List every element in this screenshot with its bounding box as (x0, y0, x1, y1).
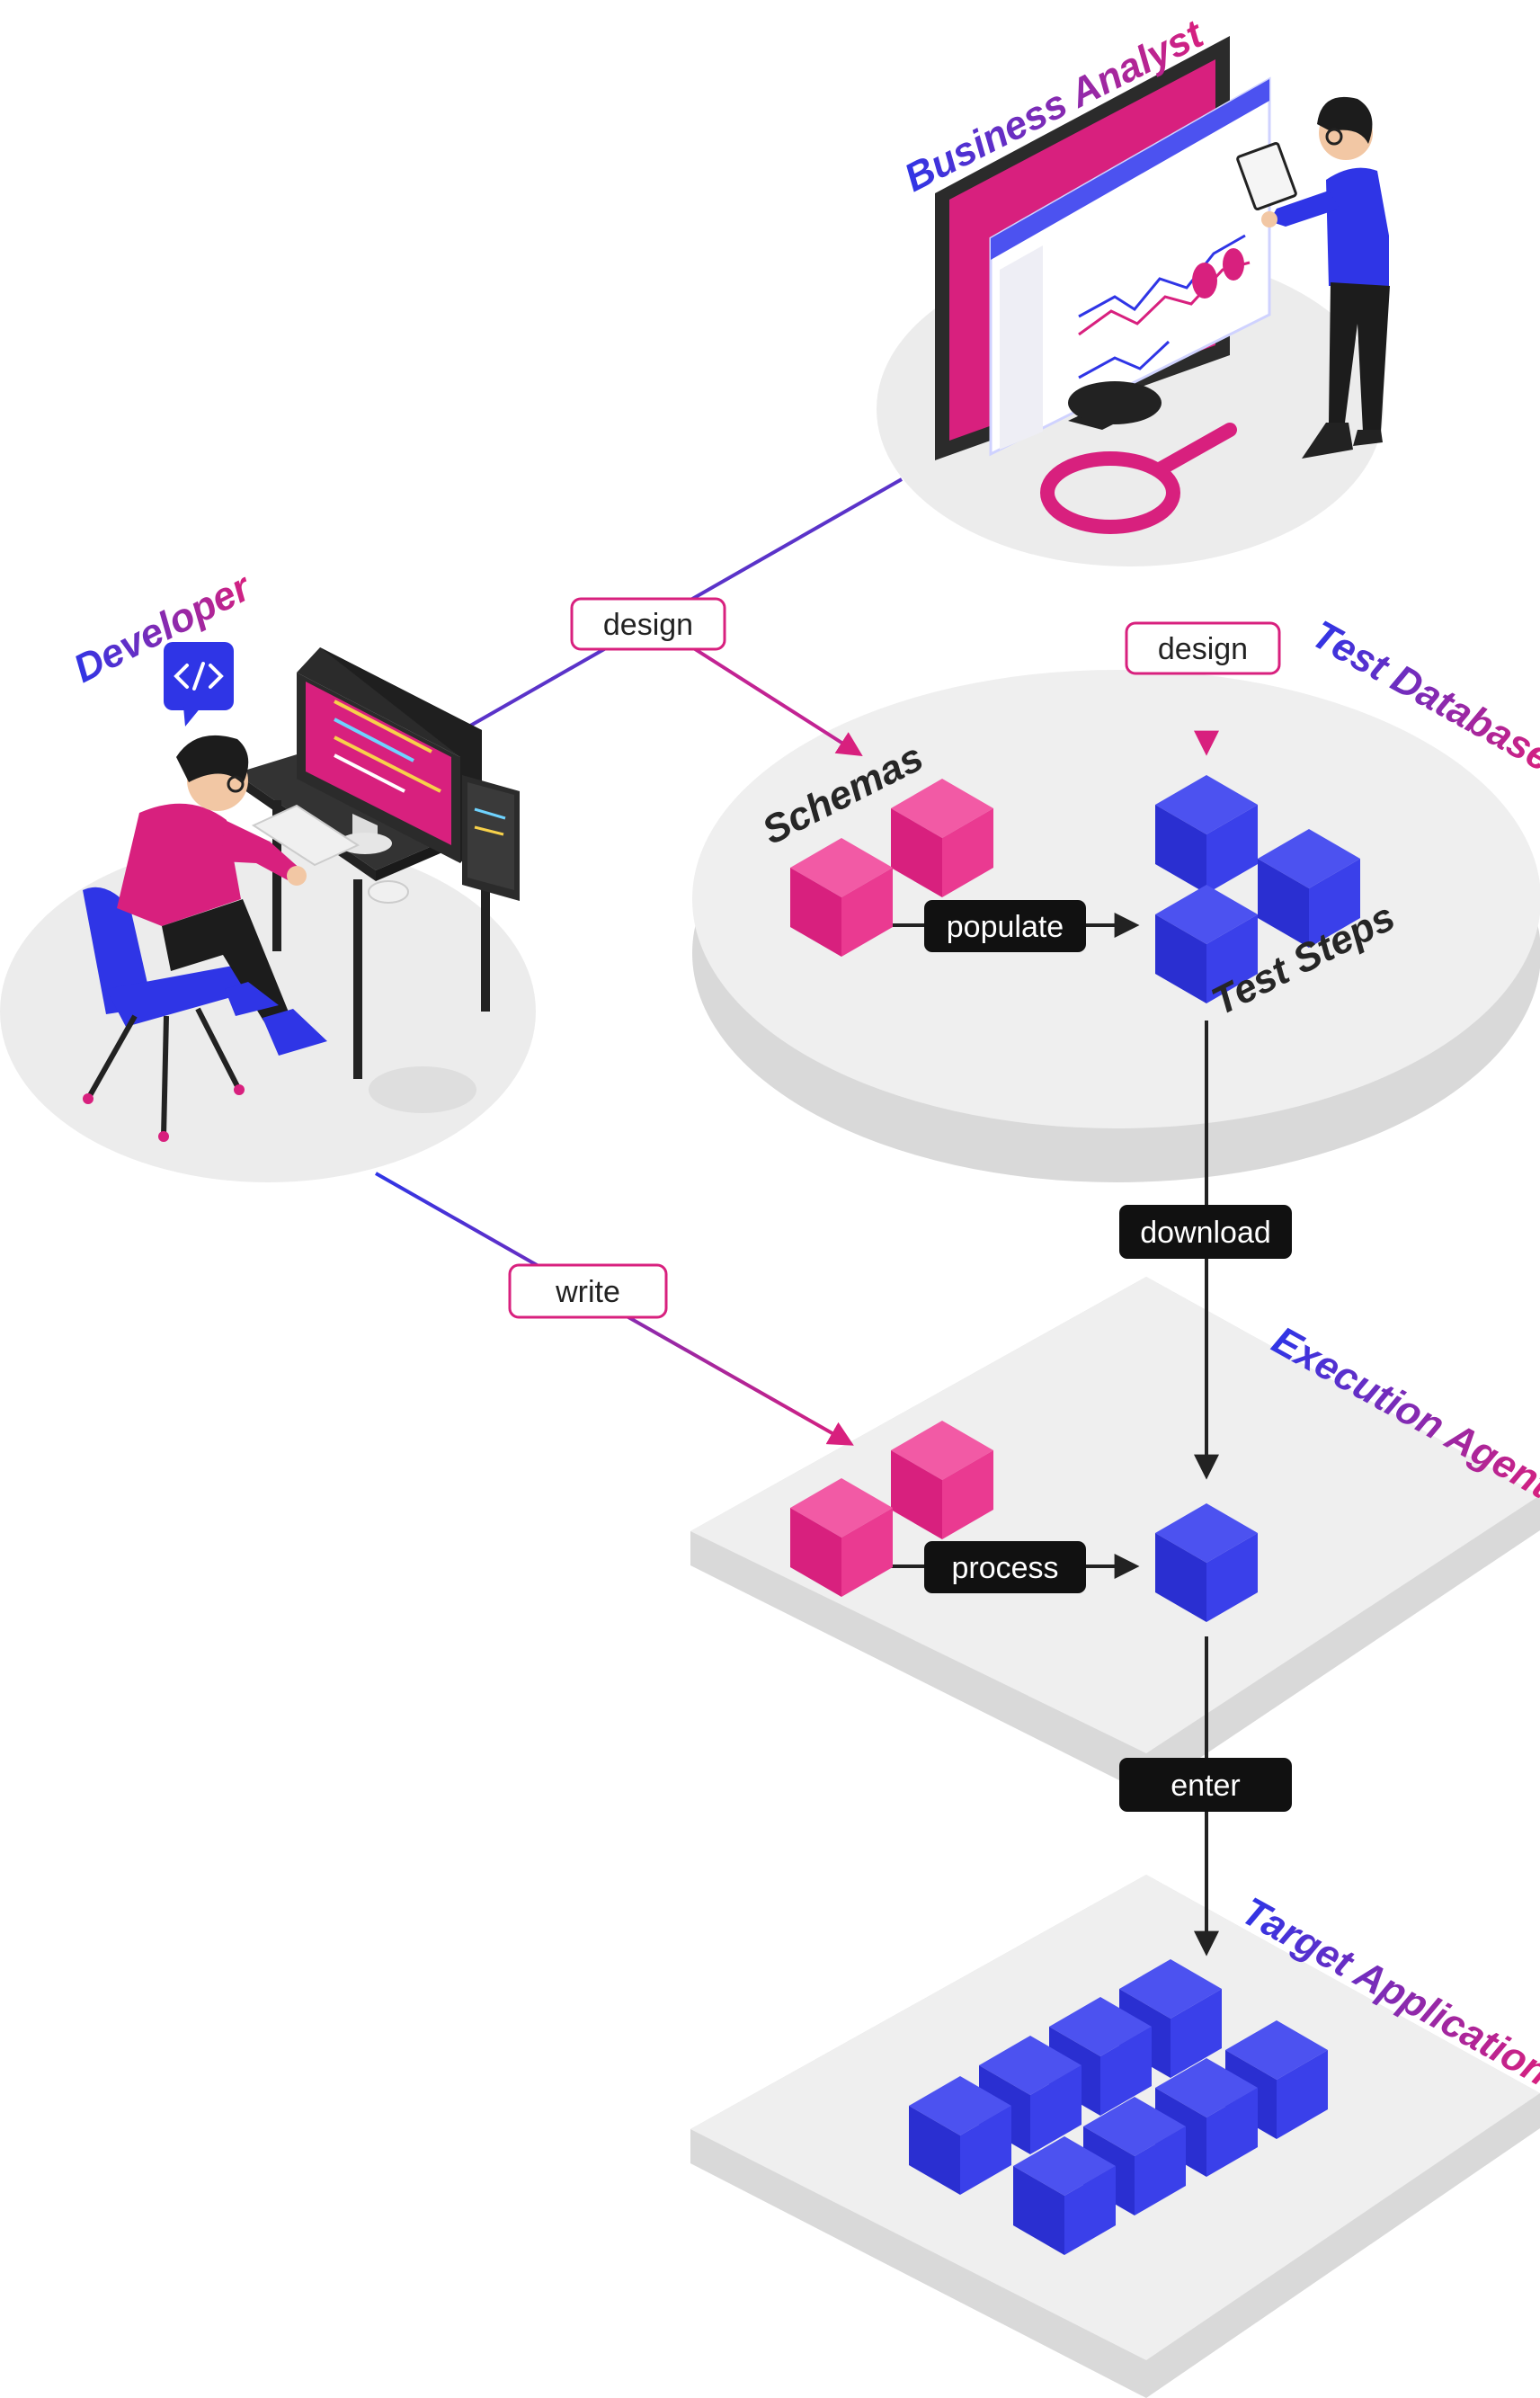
developer-design-to-schemas-line (690, 646, 863, 757)
process-label: process (951, 1551, 1058, 1585)
execution-agent-platform (690, 1277, 1540, 1794)
download-label: download (1140, 1216, 1271, 1250)
magnifier-icon (1040, 423, 1237, 534)
business-analyst-illustration (935, 36, 1390, 534)
populate-pill: populate (924, 900, 1086, 952)
developer-chair-shadow (369, 1066, 476, 1113)
analyst-design-label: design (603, 608, 693, 642)
code-icon (164, 642, 234, 727)
write-pill: write (508, 1263, 668, 1319)
developer-design-label: design (1158, 632, 1248, 666)
write-label: write (555, 1275, 620, 1309)
enter-pill: enter (1119, 1758, 1292, 1812)
download-pill: download (1119, 1205, 1292, 1259)
analyst-design-pill: design (570, 597, 726, 651)
populate-label: populate (947, 910, 1064, 944)
developer-illustration (83, 642, 520, 1142)
process-pill: process (924, 1541, 1086, 1593)
enter-label: enter (1171, 1769, 1241, 1803)
developer-design-pill: design (1125, 621, 1281, 675)
